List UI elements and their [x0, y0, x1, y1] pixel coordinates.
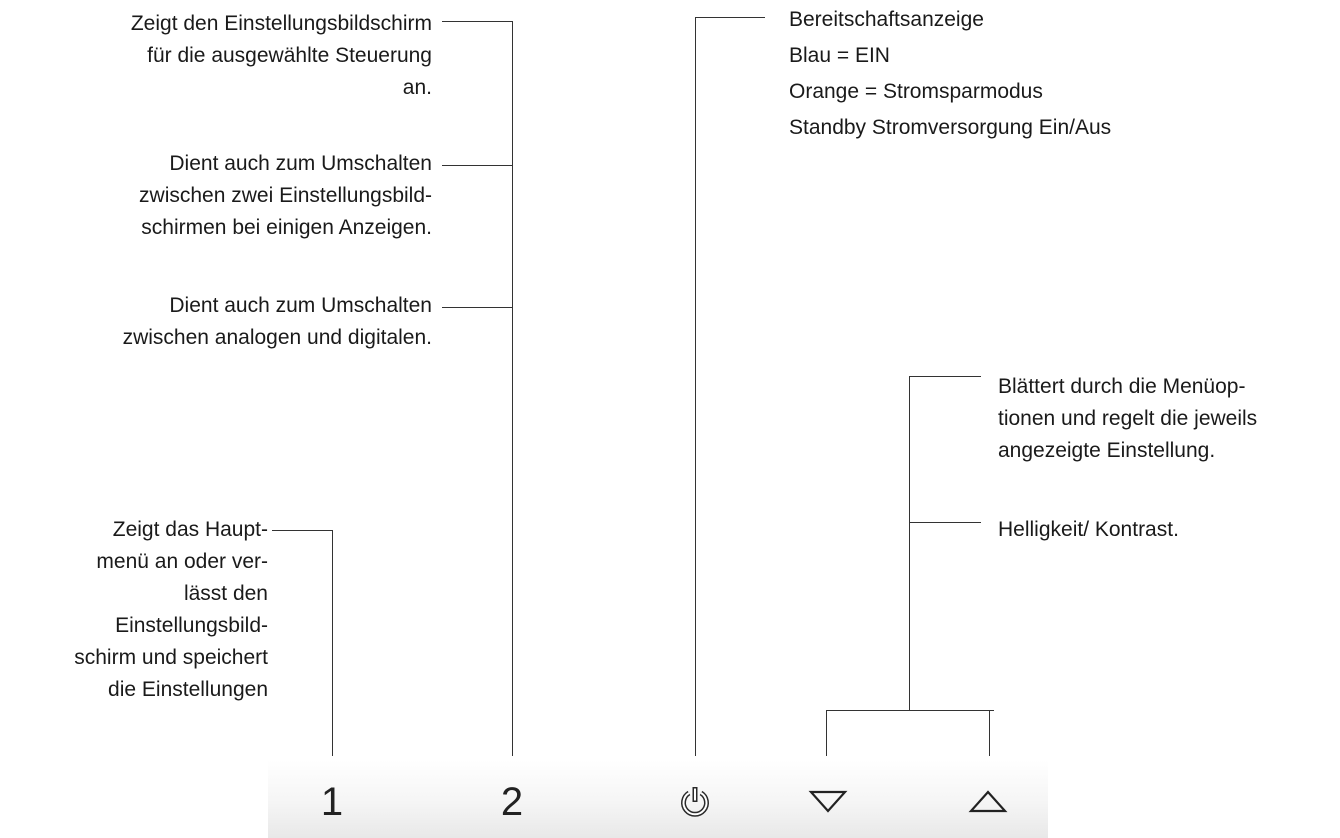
annotation-line: schirmen bei einigen Anzeigen.	[141, 216, 432, 239]
annotation-settings-screen: Zeigt den Einstellungsbildschirm für die…	[30, 8, 432, 104]
annotation-line: angezeigte Einstellung.	[998, 439, 1216, 462]
button-1[interactable]: 1	[302, 772, 362, 832]
button-2[interactable]: 2	[482, 772, 542, 832]
annotation-line: Standby Stromversorgung Ein/Aus	[789, 116, 1112, 139]
leader-line	[442, 21, 512, 23]
up-button[interactable]	[966, 772, 1010, 832]
triangle-down-icon	[808, 790, 848, 813]
annotation-line: Blättert durch die Menüop-	[998, 375, 1246, 398]
annotation-toggle-analog: Dient auch zum Umschalten zwischen analo…	[0, 290, 432, 354]
leader-line-bracket	[826, 710, 994, 712]
leader-line-button-2	[512, 21, 514, 756]
annotation-line: die Einstellungen	[108, 678, 268, 701]
annotation-line: Einstellungsbild-	[115, 614, 268, 637]
leader-line	[442, 165, 512, 167]
annotation-line: zwischen zwei Einstellungsbild-	[139, 184, 432, 207]
triangle-up-icon	[968, 790, 1008, 813]
annotation-brightness: Helligkeit/ Kontrast.	[998, 514, 1340, 546]
button-1-label: 1	[320, 779, 344, 824]
annotation-line: Dient auch zum Umschalten	[169, 152, 432, 175]
annotation-line: an.	[402, 76, 432, 99]
annotation-line: tionen und regelt die jeweils	[998, 407, 1258, 430]
leader-line	[442, 307, 512, 309]
annotation-line: für die ausgewählte Steuerung	[147, 44, 432, 67]
annotation-line: lässt den	[183, 582, 268, 605]
annotation-line: Zeigt den Einstellungsbildschirm	[130, 12, 432, 35]
leader-line-arrows	[909, 376, 911, 710]
leader-line	[272, 530, 332, 532]
leader-line	[909, 522, 981, 524]
annotation-line: Dient auch zum Umschalten	[169, 294, 432, 317]
leader-line-up	[989, 710, 991, 756]
annotation-line: Helligkeit/ Kontrast.	[998, 518, 1179, 541]
annotation-line: Zeigt das Haupt-	[112, 518, 268, 541]
leader-line	[695, 17, 765, 19]
annotation-line: Orange = Stromsparmodus	[789, 80, 1043, 103]
down-button[interactable]	[806, 772, 850, 832]
button-2-label: 2	[500, 779, 524, 824]
power-icon	[681, 787, 709, 817]
annotation-line: schirm und speichert	[74, 646, 268, 669]
annotation-line: Blau = EIN	[789, 44, 890, 67]
annotation-line: zwischen analogen und digitalen.	[122, 326, 432, 349]
annotation-standby: Bereitschaftsanzeige Blau = EIN Orange =…	[789, 4, 1309, 144]
annotation-main-menu: Zeigt das Haupt- menü an oder ver- lässt…	[0, 514, 268, 706]
leader-line	[909, 376, 981, 378]
leader-line-down	[826, 710, 828, 756]
annotation-line: Bereitschaftsanzeige	[789, 8, 984, 31]
button-strip	[268, 760, 1048, 838]
annotation-toggle-screens: Dient auch zum Umschalten zwischen zwei …	[30, 148, 432, 244]
leader-line-power	[695, 17, 697, 756]
annotation-menu-scroll: Blättert durch die Menüop- tionen und re…	[998, 371, 1340, 467]
annotation-line: menü an oder ver-	[96, 550, 268, 573]
leader-line-button-1	[332, 530, 334, 756]
power-button[interactable]	[672, 772, 718, 832]
